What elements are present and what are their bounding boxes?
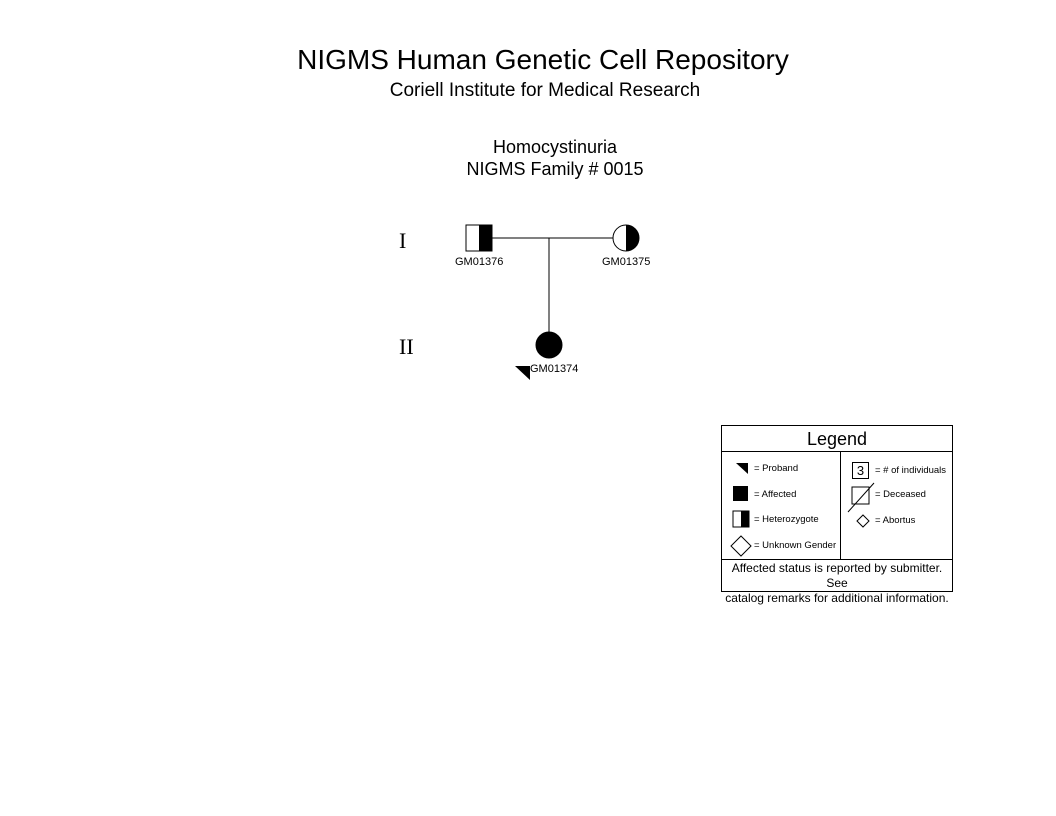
individual-gm01376-symbol bbox=[465, 224, 493, 252]
generation-label-2: II bbox=[399, 334, 414, 359]
legend-footer-line-1: Affected status is reported by submitter… bbox=[731, 561, 943, 590]
legend-affected-label: = Affected bbox=[754, 489, 797, 500]
heterozygote-legend-icon bbox=[732, 510, 750, 528]
individual-gm01374-symbol bbox=[535, 331, 563, 359]
individual-id-gm01374: GM01374 bbox=[530, 363, 579, 375]
family-number: NIGMS Family # 0015 bbox=[466, 159, 644, 179]
individual-id-gm01375: GM01375 bbox=[602, 256, 651, 268]
legend-abortus-label: = Abortus bbox=[875, 515, 916, 526]
page-title: NIGMS Human Genetic Cell Repository bbox=[297, 44, 789, 75]
abortus-legend-icon bbox=[856, 514, 870, 528]
legend-divider bbox=[840, 452, 841, 559]
legend-box: Legend = Proband = Affected = Heterozygo… bbox=[721, 425, 953, 605]
legend-heterozygote-label: = Heterozygote bbox=[754, 514, 819, 525]
affected-legend-icon bbox=[733, 486, 748, 501]
legend-deceased-label: = Deceased bbox=[875, 489, 926, 500]
legend-count-label: = # of individuals bbox=[875, 465, 947, 476]
individual-gm01375-symbol bbox=[612, 224, 640, 252]
individual-id-gm01376: GM01376 bbox=[455, 256, 504, 268]
count-legend-icon: 3 bbox=[852, 462, 869, 479]
generation-label-1: I bbox=[399, 228, 407, 253]
proband-arrow-icon bbox=[515, 366, 530, 380]
legend-symbols bbox=[730, 463, 875, 557]
unknown-gender-legend-icon bbox=[730, 535, 752, 557]
legend-unknown-gender-label: = Unknown Gender bbox=[754, 540, 837, 551]
legend-footer-line-2: catalog remarks for additional informati… bbox=[725, 591, 949, 605]
deceased-legend-icon bbox=[847, 482, 875, 513]
proband-legend-icon bbox=[736, 463, 748, 474]
page-subtitle: Coriell Institute for Medical Research bbox=[389, 80, 701, 101]
legend-footer: Affected status is reported by submitter… bbox=[722, 559, 952, 605]
disease-name: Homocystinuria bbox=[492, 137, 618, 157]
pedigree-heading: Homocystinuria NIGMS Family # 0015 bbox=[420, 136, 690, 180]
legend-proband-label: = Proband bbox=[754, 463, 799, 474]
legend-title: Legend bbox=[722, 426, 952, 452]
